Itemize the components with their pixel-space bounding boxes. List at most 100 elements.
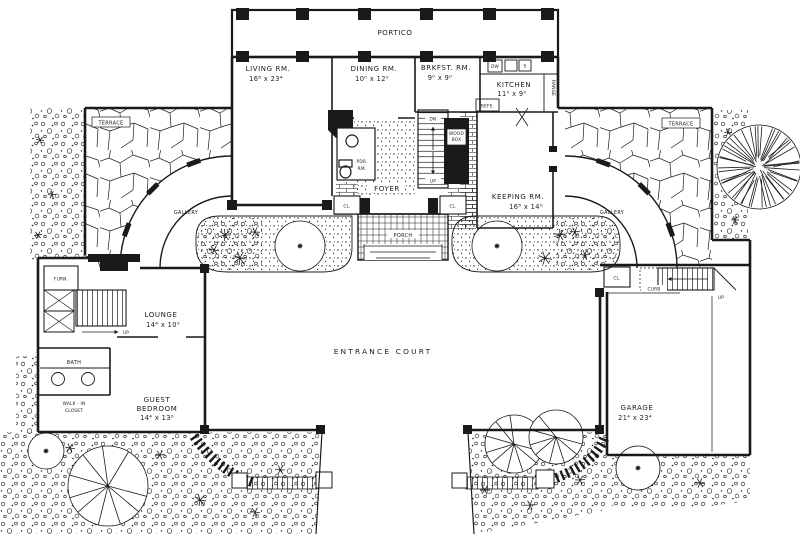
portico-label: PORTICO: [377, 29, 412, 37]
court-piers: [200, 200, 604, 434]
stair-up-label: UP: [123, 330, 129, 336]
lounge-fireplace: [88, 254, 140, 271]
portico: [230, 8, 560, 62]
guest-bedroom-label2: BEDROOM: [137, 405, 178, 413]
kitchen-dims: 11⁰ x 9⁰: [497, 90, 526, 98]
shrub-icon: [233, 251, 247, 265]
shrub-icon: [723, 128, 733, 136]
refrigerator: [475, 98, 500, 112]
stair-dn-label: DN: [430, 117, 437, 123]
tree-icon: [528, 409, 584, 465]
sink: [504, 59, 518, 72]
shrub-icon: [249, 507, 261, 517]
shrub-icon: [569, 227, 580, 237]
sink: [345, 134, 359, 148]
shrub-band-left: [30, 108, 85, 260]
left-wing: [40, 265, 127, 386]
gallery-inner-arc-left: [159, 195, 233, 269]
foyer-stairs: [417, 109, 449, 189]
dishwasher-label: DW: [491, 64, 500, 70]
breakfast-room-label: BRKFST. RM.: [421, 64, 471, 72]
keeping-room-dims: 16⁸ x 14⁰: [509, 203, 543, 211]
tree-icon: [471, 220, 523, 272]
tree-icon: [716, 124, 800, 210]
shrub-icon: [538, 251, 552, 265]
toilet: [338, 159, 353, 168]
planter-shrubs-left: [198, 218, 262, 270]
porch-closets: [333, 195, 467, 215]
powder-room-label2: RM.: [358, 166, 367, 172]
door-opening: [146, 182, 160, 196]
tree-icon: [27, 432, 65, 470]
walk-in-closet-label: WALK - IN: [63, 401, 86, 407]
stair-landing: [43, 310, 75, 333]
garage-strip: [603, 266, 737, 291]
closet-label: CL.: [613, 276, 620, 282]
wood-box-label2: BOX: [452, 137, 462, 143]
terrace-left-label: TERRACE: [97, 121, 123, 127]
powder-room: [336, 127, 376, 181]
shrub-icon: [554, 228, 566, 241]
door-opening: [186, 157, 202, 168]
tree-icon: [67, 445, 149, 527]
swing-door: [515, 107, 529, 127]
closet: [333, 195, 361, 215]
foyer-label: FOYER: [374, 185, 400, 193]
range-label: RANGE: [550, 80, 556, 96]
door-opening: [121, 222, 132, 238]
shrub-icon: [47, 191, 57, 199]
paver: [231, 472, 248, 489]
shrub-icon: [208, 245, 220, 255]
dishwasher: [487, 59, 503, 73]
living-room-dims: 16⁸ x 23⁴: [249, 75, 283, 83]
garage-label: GARAGE: [621, 404, 654, 412]
refrigerator-label: REFS.: [481, 104, 494, 110]
keeping-room-label: KEEPING RM.: [492, 193, 544, 201]
door-opening: [665, 222, 676, 238]
wood-box: [446, 128, 467, 146]
planter-shrubs-right: [556, 218, 618, 270]
column: [420, 8, 433, 20]
paver: [535, 469, 555, 489]
driveway-edges: [315, 431, 475, 534]
closet-label: CL.: [343, 204, 350, 210]
curb-label: CURB: [648, 287, 661, 293]
garage-dims: 21⁴ x 23⁴: [618, 414, 652, 422]
stepping-path-right: [554, 434, 610, 483]
lounge-label: LOUNGE: [145, 311, 178, 319]
kitchen-label: KITCHEN: [497, 81, 532, 89]
shrub-icon: [154, 450, 166, 460]
kitchen-fixtures: [475, 59, 558, 127]
column: [541, 8, 554, 20]
exterior-walls: [36, 55, 752, 457]
furnace-label: FURN.: [54, 277, 68, 283]
labels: PORTICO LIVING RM. 16⁸ x 23⁴ DINING RM. …: [54, 29, 724, 422]
breakfast-room-dims: 9⁰ x 9⁰: [428, 74, 453, 82]
closet: [603, 266, 631, 288]
walk-right: [465, 476, 539, 490]
column: [483, 8, 496, 20]
bath-label: BATH: [67, 360, 81, 366]
porch-steps: [363, 244, 443, 260]
guest-bedroom-label: GUEST: [144, 396, 171, 404]
gallery-right-label: GALLERY: [600, 210, 625, 216]
wood-box-label: WOOD: [449, 131, 465, 137]
shrub-icon: [194, 494, 206, 506]
dining-room-label: DINING RM.: [351, 65, 398, 73]
door-opening: [637, 182, 651, 196]
gallery-left-label: GALLERY: [174, 210, 199, 216]
sink-label: S: [524, 64, 527, 70]
sink: [518, 59, 532, 72]
closet: [439, 195, 467, 215]
closet-label: CL.: [449, 204, 456, 210]
guest-bedroom-dims: 14⁴ x 13⁰: [140, 414, 174, 422]
column: [236, 8, 249, 20]
shrub-icon: [275, 465, 286, 475]
shrub-icon: [249, 227, 261, 237]
tree-icon: [274, 220, 326, 272]
porch-label: PORCH: [394, 233, 413, 239]
dining-room-dims: 10⁰ x 12⁰: [355, 75, 389, 83]
shrub-icon: [730, 216, 740, 224]
stair-up-label: UP: [430, 179, 436, 185]
